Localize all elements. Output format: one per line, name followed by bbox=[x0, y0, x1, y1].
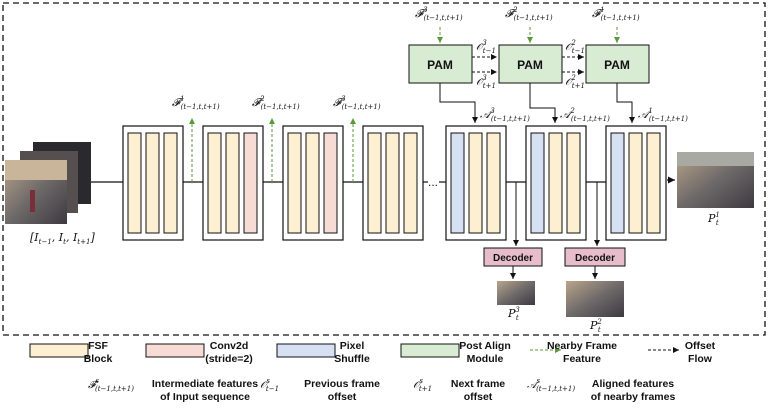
pixel_shuffle-block bbox=[610, 132, 625, 234]
main-dashed-frame bbox=[2, 2, 766, 336]
legend-description: Aligned features bbox=[592, 378, 674, 390]
input-frames-image bbox=[5, 142, 91, 224]
fsf-block bbox=[385, 132, 400, 234]
legend-label: Offset bbox=[685, 340, 716, 352]
pam-input-label-1: 𝓕1(t−1,t,t+1) bbox=[592, 6, 640, 22]
legend-swatch-conv bbox=[145, 343, 205, 358]
fsf-block bbox=[145, 132, 160, 234]
legend-description: of Input sequence bbox=[160, 391, 250, 403]
fsf-block bbox=[468, 132, 483, 234]
fsf-block bbox=[287, 132, 302, 234]
pixel_shuffle-block bbox=[530, 132, 545, 234]
legend-label: Feature bbox=[563, 353, 601, 365]
svg-text:[It−1, It, It+1]: [It−1, It, It+1] bbox=[30, 231, 95, 246]
pixel_shuffle-block bbox=[450, 132, 465, 234]
legend-label: Module bbox=[467, 353, 504, 365]
legend-swatch-pixel_shuffle bbox=[276, 343, 336, 358]
decoder-stage-2 bbox=[525, 125, 587, 241]
legend-label: FSF bbox=[88, 340, 108, 352]
legend-description: offset bbox=[464, 391, 493, 403]
output-image-2 bbox=[566, 281, 624, 317]
legend-label: Flow bbox=[688, 353, 713, 365]
conv-block bbox=[323, 132, 338, 234]
legend-symbol: 𝒜s(t−1,t,t+1) bbox=[527, 377, 575, 393]
fsf-block bbox=[225, 132, 240, 234]
pam-input-label-2: 𝓕2(t−1,t,t+1) bbox=[505, 6, 553, 22]
legend-description: of nearby frames bbox=[591, 391, 676, 403]
legend-description: Next frame bbox=[451, 378, 505, 390]
fsf-block bbox=[207, 132, 222, 234]
aligned-label-1: 𝒜1(t−1,t,t+1) bbox=[638, 107, 688, 123]
decoder-stage-3 bbox=[445, 125, 507, 241]
encoder-stage-2 bbox=[202, 125, 264, 241]
fsf-block bbox=[548, 132, 563, 234]
legend-swatch-fsf bbox=[29, 343, 89, 358]
legend-swatch-pam bbox=[400, 343, 460, 358]
aligned-label-3: 𝒜3(t−1,t,t+1) bbox=[480, 107, 530, 123]
fsf-block bbox=[163, 132, 178, 234]
legend-label: Post Align bbox=[459, 340, 511, 352]
decoder-label-2: Decoder bbox=[575, 253, 615, 264]
feature-label-1: 𝓕1(t−1,t,t+1) bbox=[172, 95, 220, 111]
feature-label-3: 𝓕3(t−1,t,t+1) bbox=[333, 95, 381, 111]
decoder-label-3: Decoder bbox=[493, 253, 533, 264]
decoder-stage-1 bbox=[605, 125, 667, 241]
legend-label: Nearby Frame bbox=[547, 340, 617, 352]
legend-symbol: 𝓕s(t−1,t,t+1) bbox=[88, 377, 134, 393]
encoder-stage-1 bbox=[122, 125, 184, 241]
pam-input-label-3: 𝓕3(t−1,t,t+1) bbox=[415, 6, 463, 22]
pam-boxes: PAM PAM PAM bbox=[408, 44, 650, 84]
input-label: [It−1, It, It+1] bbox=[30, 231, 95, 246]
decoders: Decoder Decoder bbox=[483, 182, 626, 279]
fsf-block bbox=[367, 132, 382, 234]
legend-label: Conv2d bbox=[210, 340, 249, 352]
conv-block bbox=[243, 132, 258, 234]
aligned-label-2: 𝒜2(t−1,t,t+1) bbox=[560, 107, 610, 123]
legend-description: Previous frame bbox=[304, 378, 380, 390]
pam-label-3: PAM bbox=[427, 58, 453, 72]
fsf-block bbox=[305, 132, 320, 234]
encoder-decoder-stages bbox=[122, 125, 667, 241]
legend-label: Pixel bbox=[340, 340, 365, 352]
fsf-block bbox=[646, 132, 661, 234]
fsf-block bbox=[403, 132, 418, 234]
output-images bbox=[497, 152, 754, 317]
encoder-stage-4 bbox=[362, 125, 424, 241]
pam-label-2: PAM bbox=[517, 58, 543, 72]
feature-label-2: 𝓕2(t−1,t,t+1) bbox=[252, 95, 300, 111]
fsf-block bbox=[566, 132, 581, 234]
pam-label-1: PAM bbox=[604, 58, 630, 72]
math-labels: 𝓕1(t−1,t,t+1) 𝓕2(t−1,t,t+1) 𝓕3(t−1,t,t+1) 𝓕… bbox=[172, 6, 720, 334]
fsf-block bbox=[127, 132, 142, 234]
output-image-3 bbox=[497, 281, 535, 305]
pam-input-arrows bbox=[437, 27, 620, 43]
pam-box-2 bbox=[498, 44, 563, 84]
legend-label: (stride=2) bbox=[205, 353, 253, 365]
legend-label: Shuffle bbox=[334, 353, 370, 365]
pam-box-3 bbox=[408, 44, 473, 84]
legend-description: offset bbox=[328, 391, 357, 403]
pam-output-arrows bbox=[439, 83, 635, 123]
pam-box-1 bbox=[585, 44, 650, 84]
offset-flow-arrows bbox=[472, 54, 584, 75]
encoder-stage-3 bbox=[282, 125, 344, 241]
fsf-block bbox=[486, 132, 501, 234]
legend-description: Intermediate features bbox=[152, 378, 258, 390]
legend-label: Block bbox=[84, 353, 113, 365]
fsf-block bbox=[628, 132, 643, 234]
ellipsis: ... bbox=[428, 175, 438, 189]
